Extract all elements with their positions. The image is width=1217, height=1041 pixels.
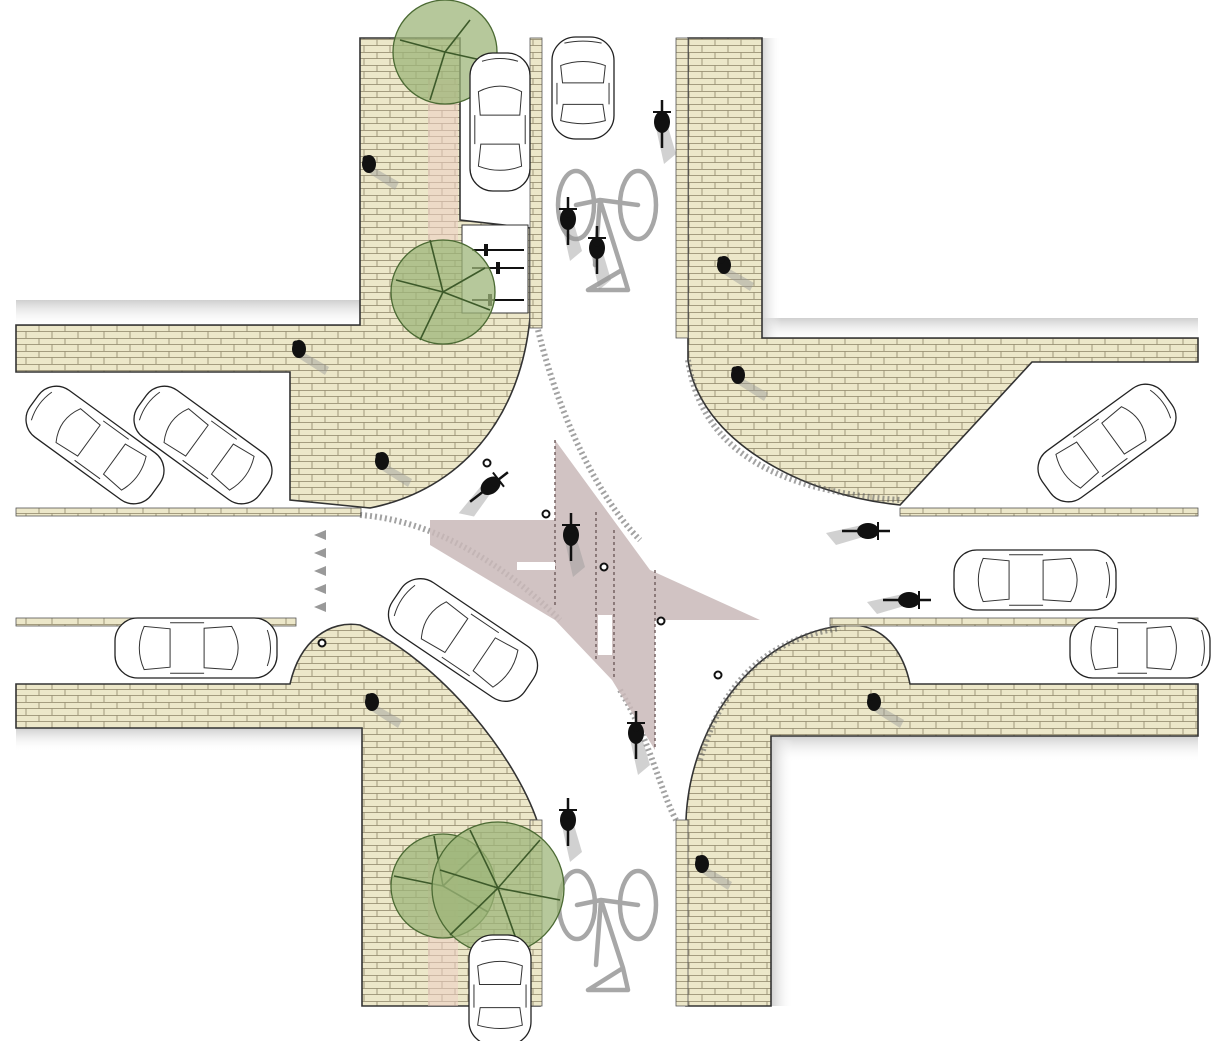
cyclist-icon [653,100,676,164]
bollards [317,458,723,680]
pedestrian-icon [365,693,402,728]
car-icon [114,617,278,679]
car-icon [953,549,1117,611]
pedestrian-icon [695,855,732,890]
bollard-icon [656,616,666,626]
cycle-lane-tint-north [428,80,458,240]
tree-icon [431,821,565,955]
trees [390,0,565,955]
car-icon [468,934,532,1041]
kerbs [359,329,901,822]
pavement-ne [687,37,1199,506]
cyclist-icon [826,522,890,545]
give-way-triangle-icon [314,602,326,612]
pavement-se [685,624,1199,1007]
pedestrian-icon [375,452,412,487]
pedestrian-icon [717,256,754,291]
give-way-triangle-icon [314,584,326,594]
building-shadows [16,38,1198,1006]
pavement-sw [15,623,541,1007]
cyclist-icon [867,591,931,614]
raised-crossing [430,440,760,750]
car-icon [1037,383,1177,503]
pedestrian-icon [362,155,399,190]
car-icon [1069,617,1211,679]
bollard-icon [541,509,551,519]
people [292,100,931,890]
cyclist-icon [559,197,582,261]
tree-icon [390,239,496,345]
pedestrian-icon [292,340,329,375]
bicycle-marking-icon [555,168,659,293]
bollard-icon [317,638,327,648]
cyclist-icon [559,798,582,862]
bicycle-marking-icon [556,868,659,993]
give-way-triangle-icon [314,530,326,540]
bollard-icon [482,458,492,468]
car-icon [133,385,273,505]
car-icon [25,385,165,505]
cyclist-icon [588,226,611,290]
cyclist-icon [627,711,650,775]
cyclist-icon [458,471,509,517]
give-way-triangle-icon [314,566,326,576]
give-way-markings [314,530,326,612]
car-icon [469,52,531,192]
pedestrian-icon [867,693,904,728]
car-icon [551,36,615,140]
cyclist-icon [562,513,585,577]
car-icon [387,578,539,702]
bollard-icon [599,562,609,572]
bollard-icon [713,670,723,680]
give-way-triangle-icon [314,548,326,558]
bicycle-marking-south [556,868,659,993]
cars [25,36,1211,1041]
bicycle-marking-north [555,168,659,293]
pedestrian-icon [731,366,768,401]
